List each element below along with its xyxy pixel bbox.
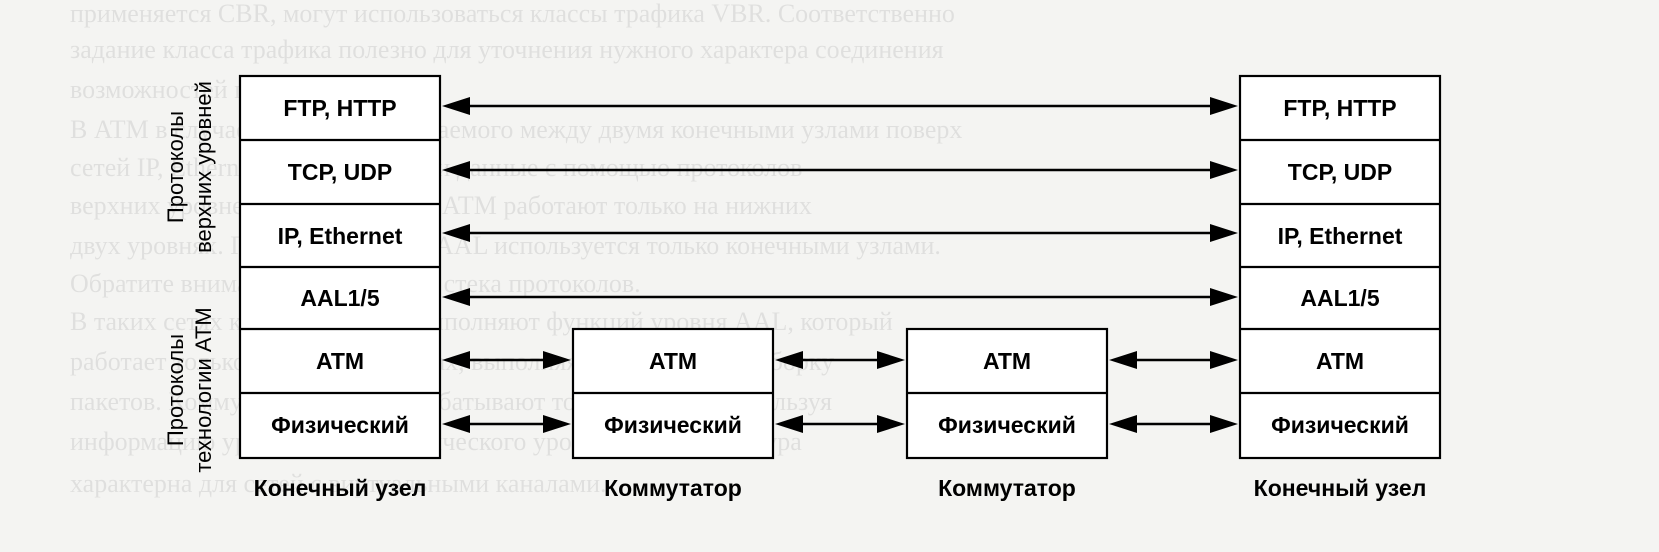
layer-label: Физический — [604, 412, 742, 438]
layer-label: Физический — [1271, 412, 1409, 438]
layer-label: ATM — [1316, 348, 1364, 374]
node-caption-end-left: Конечный узел — [254, 475, 427, 501]
arrow-tcp-udp — [442, 161, 1238, 179]
background-text-line: характерна для сетей с виртуальными кана… — [70, 469, 607, 498]
layer-label: AAL1/5 — [300, 285, 379, 311]
side-label-upper-protocols: Протоколы верхних уровней — [163, 81, 216, 253]
switch-node-2: ATM Физический — [905, 327, 1109, 460]
layer-label: IP, Ethernet — [278, 223, 403, 249]
side-label-atm-line-1: Протоколы — [163, 334, 188, 446]
side-label-upper-line-1: Протоколы — [163, 111, 188, 223]
layer-label: TCP, UDP — [1288, 159, 1392, 185]
arrow-aal — [442, 288, 1238, 306]
arrow-atm-hop-3 — [1109, 351, 1238, 369]
layer-label: AAL1/5 — [1300, 285, 1379, 311]
background-text-line: задание класса трафика полезно для уточн… — [70, 35, 944, 64]
arrow-atm-hop-2 — [775, 351, 905, 369]
node-caption-end-right: Конечный узел — [1254, 475, 1427, 501]
arrow-ip-ethernet — [442, 224, 1238, 242]
side-label-atm-protocols: Протоколы технологии ATM — [163, 307, 216, 472]
layer-label: ATM — [649, 348, 697, 374]
arrow-phys-hop-1 — [442, 415, 571, 433]
background-text-line: двух уровнях. При этом уровень AAL испол… — [70, 231, 941, 260]
side-label-atm-line-2: технологии ATM — [191, 307, 216, 472]
end-node-left: FTP, HTTP TCP, UDP IP, Ethernet AAL1/5 A… — [238, 74, 442, 460]
background-text-line: применяется CBR, могут использоваться кл… — [70, 0, 955, 28]
layer-label: TCP, UDP — [288, 159, 392, 185]
node-caption-switch-2: Коммутатор — [938, 475, 1076, 501]
layer-label: FTP, HTTP — [283, 95, 396, 121]
arrow-phys-hop-2 — [775, 415, 905, 433]
arrow-atm-hop-1 — [442, 351, 571, 369]
node-caption-switch-1: Коммутатор — [604, 475, 742, 501]
layer-label: IP, Ethernet — [1278, 223, 1403, 249]
layer-label: Физический — [938, 412, 1076, 438]
layer-label: ATM — [983, 348, 1031, 374]
switch-node-1: ATM Физический — [571, 327, 775, 460]
side-label-upper-line-2: верхних уровней — [191, 81, 216, 253]
layer-label: ATM — [316, 348, 364, 374]
arrow-phys-hop-3 — [1109, 415, 1238, 433]
background-text-line: В ATM в случае трафика передаваемого меж… — [70, 115, 962, 144]
layer-label: Физический — [271, 412, 409, 438]
arrow-ftp-http — [442, 97, 1238, 115]
layer-label: FTP, HTTP — [1283, 95, 1396, 121]
end-node-right: FTP, HTTP TCP, UDP IP, Ethernet AAL1/5 A… — [1238, 74, 1442, 460]
